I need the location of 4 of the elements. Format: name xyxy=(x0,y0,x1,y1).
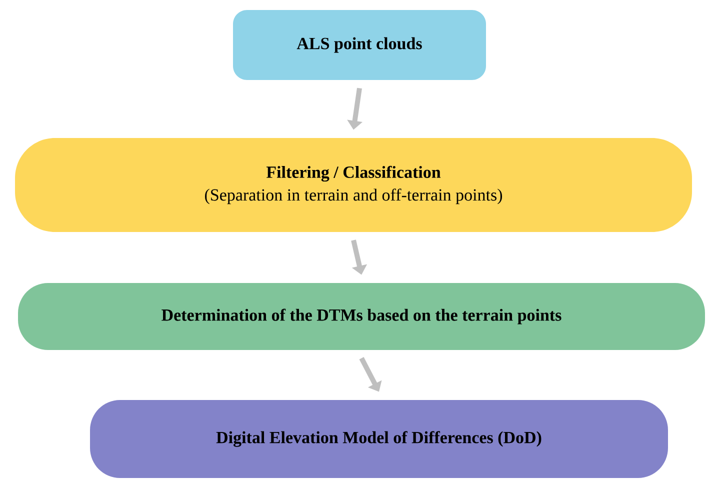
process-box: Determination of the DTMs based on the terrain points xyxy=(18,283,705,350)
input-box: ALS point clouds xyxy=(233,10,486,80)
output-box: Digital Elevation Model of Differences (DoD) xyxy=(90,400,668,478)
process-box: Filtering / Classification (Separation in terrain and off-terrain points) xyxy=(15,138,692,232)
